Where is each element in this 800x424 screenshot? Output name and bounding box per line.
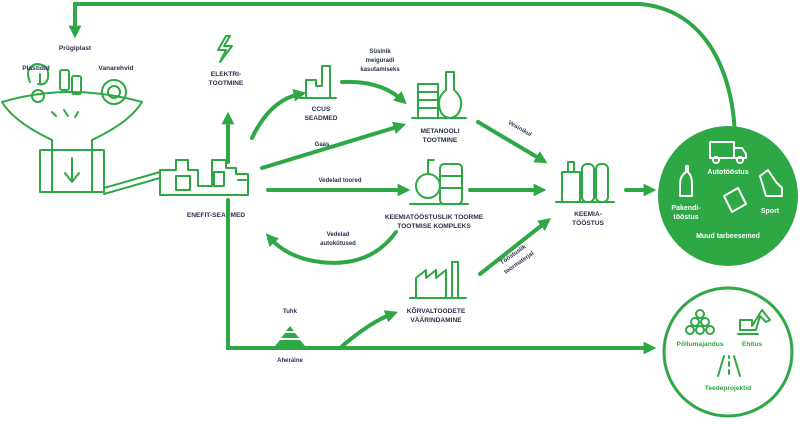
node-byproducts-line1: KÕRVALTOODETE — [407, 306, 466, 315]
logs-icon — [685, 309, 715, 335]
arrow-methanol-to-chemical — [476, 120, 548, 164]
flow-label-co2-3: kasutamiseks — [360, 67, 400, 73]
truck-icon — [709, 141, 747, 164]
end-use-packaging-1: Pakendi- — [671, 205, 701, 212]
flow-label-co2-2: meiguradi — [366, 58, 395, 64]
chemical-industry-icon — [555, 161, 615, 203]
excavator-icon — [737, 309, 771, 335]
electricity-icon — [217, 35, 233, 63]
flow-label-co2-1: Süsinik — [369, 49, 391, 55]
arrow-byproducts-to-chemical — [478, 218, 552, 276]
arrow-enefit-to-bottom — [226, 198, 657, 355]
flow-label-aggregates: Aheraine — [277, 358, 303, 364]
arrow-refinery-back-to-enefit — [265, 230, 398, 265]
node-chemical-line1: KEEMIA- — [574, 211, 602, 218]
node-methanol-line2: TOOTMINE — [423, 137, 458, 144]
end-use-packaging-2: tööstus — [673, 214, 698, 221]
ash-pile-icon — [275, 326, 305, 346]
node-chemical-line2: TÖÖSTUS — [572, 218, 604, 227]
flow-label-gas: Gaas — [315, 142, 330, 148]
input-label-plastic-waste: Prügiplast — [59, 45, 92, 52]
shoe-icon — [759, 169, 783, 197]
road-icon — [717, 355, 741, 377]
node-methanol-line1: METANOOLI — [420, 128, 459, 135]
byproducts-factory-icon — [409, 261, 467, 299]
end-use-consumer: Muud tarbeesemed — [696, 233, 760, 240]
flow-label-hydrogen: Vesinikul — [507, 120, 533, 138]
flow-label-fuels-2: autokütused — [320, 241, 356, 247]
node-electricity-line1: ELEKTRI- — [211, 71, 241, 78]
node-enefit-label: ENEFIT-SEADMED — [187, 212, 245, 219]
conveyor-belt — [103, 171, 161, 195]
end-use-construction-circle — [662, 286, 794, 418]
refinery-icon — [409, 159, 469, 205]
end-use-sport: Sport — [761, 208, 780, 215]
end-use-construction: Ehitus — [742, 341, 762, 348]
node-ccus-line1: CCUS — [312, 106, 331, 113]
flow-label-fuels-1: Vedelad — [327, 232, 350, 238]
input-label-plastics: Plastidid — [22, 65, 49, 72]
arrow-ccus-to-methanol — [340, 79, 407, 105]
methanol-icon — [411, 71, 467, 119]
node-refinery-line2: TOOTMISE KOMPLEKS — [397, 223, 471, 230]
input-label-tires: Vanarehvid — [98, 65, 133, 72]
node-byproducts-line2: VÄÄRINDAMINE — [410, 316, 462, 324]
arrow-ash-to-byproducts — [338, 310, 399, 350]
node-ccus-line2: SEADMED — [305, 115, 338, 122]
flow-label-ash: Tuhk — [283, 309, 298, 315]
input-funnel — [1, 63, 143, 193]
card-icon — [723, 187, 747, 213]
recycle-loop-arrow — [68, 2, 737, 144]
ccus-icon — [299, 65, 337, 99]
node-electricity-line2: TOOTMINE — [209, 80, 244, 87]
arrow-to-ccus — [250, 88, 307, 140]
end-use-roads: Teedeprojektid — [705, 385, 751, 392]
end-use-forestry: Põllumajandus — [677, 341, 724, 348]
arrow-enefit-to-methanol — [260, 121, 407, 170]
flow-label-liquid: Vedelad toored — [318, 178, 361, 184]
node-refinery-line1: KEEMIATÖÖSTUSLIK TOORME — [385, 212, 484, 221]
enefit-plant-icon — [159, 159, 249, 196]
end-use-automotive: Autotööstus — [707, 169, 748, 176]
end-use-consumer-circle — [658, 126, 798, 266]
bottle-icon — [679, 165, 693, 197]
